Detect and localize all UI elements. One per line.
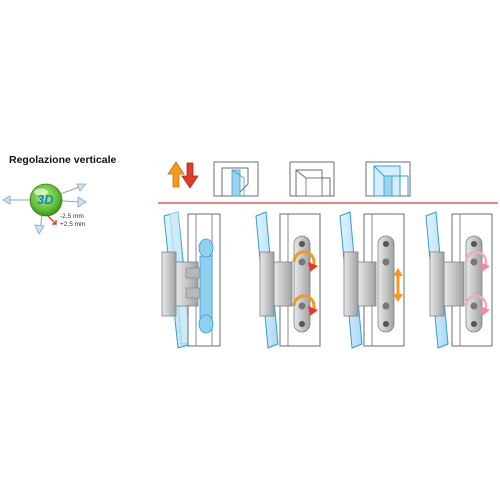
step-panel-3 bbox=[339, 211, 405, 349]
step-panel-2 bbox=[255, 211, 321, 349]
vertical-adjust-arrows-icon bbox=[167, 161, 199, 189]
frame-thumbnail-3 bbox=[365, 161, 411, 197]
step-panel-1 bbox=[161, 211, 221, 349]
step-panel-4 bbox=[425, 211, 493, 349]
rotate-screw-icon bbox=[292, 250, 318, 316]
range-plus-label: +2,5 mm bbox=[60, 221, 86, 228]
frame-thumbnail-1 bbox=[213, 161, 259, 197]
badge-label: 3D bbox=[37, 192, 54, 207]
range-minus-label: -2,5 mm bbox=[60, 213, 84, 220]
page-title: Regolazione verticale bbox=[9, 154, 117, 166]
up-down-arrow-icon bbox=[393, 268, 403, 302]
rotate-screw-icon bbox=[464, 250, 490, 316]
3d-adjust-badge-icon bbox=[2, 183, 87, 235]
frame-thumbnail-2 bbox=[289, 161, 335, 197]
